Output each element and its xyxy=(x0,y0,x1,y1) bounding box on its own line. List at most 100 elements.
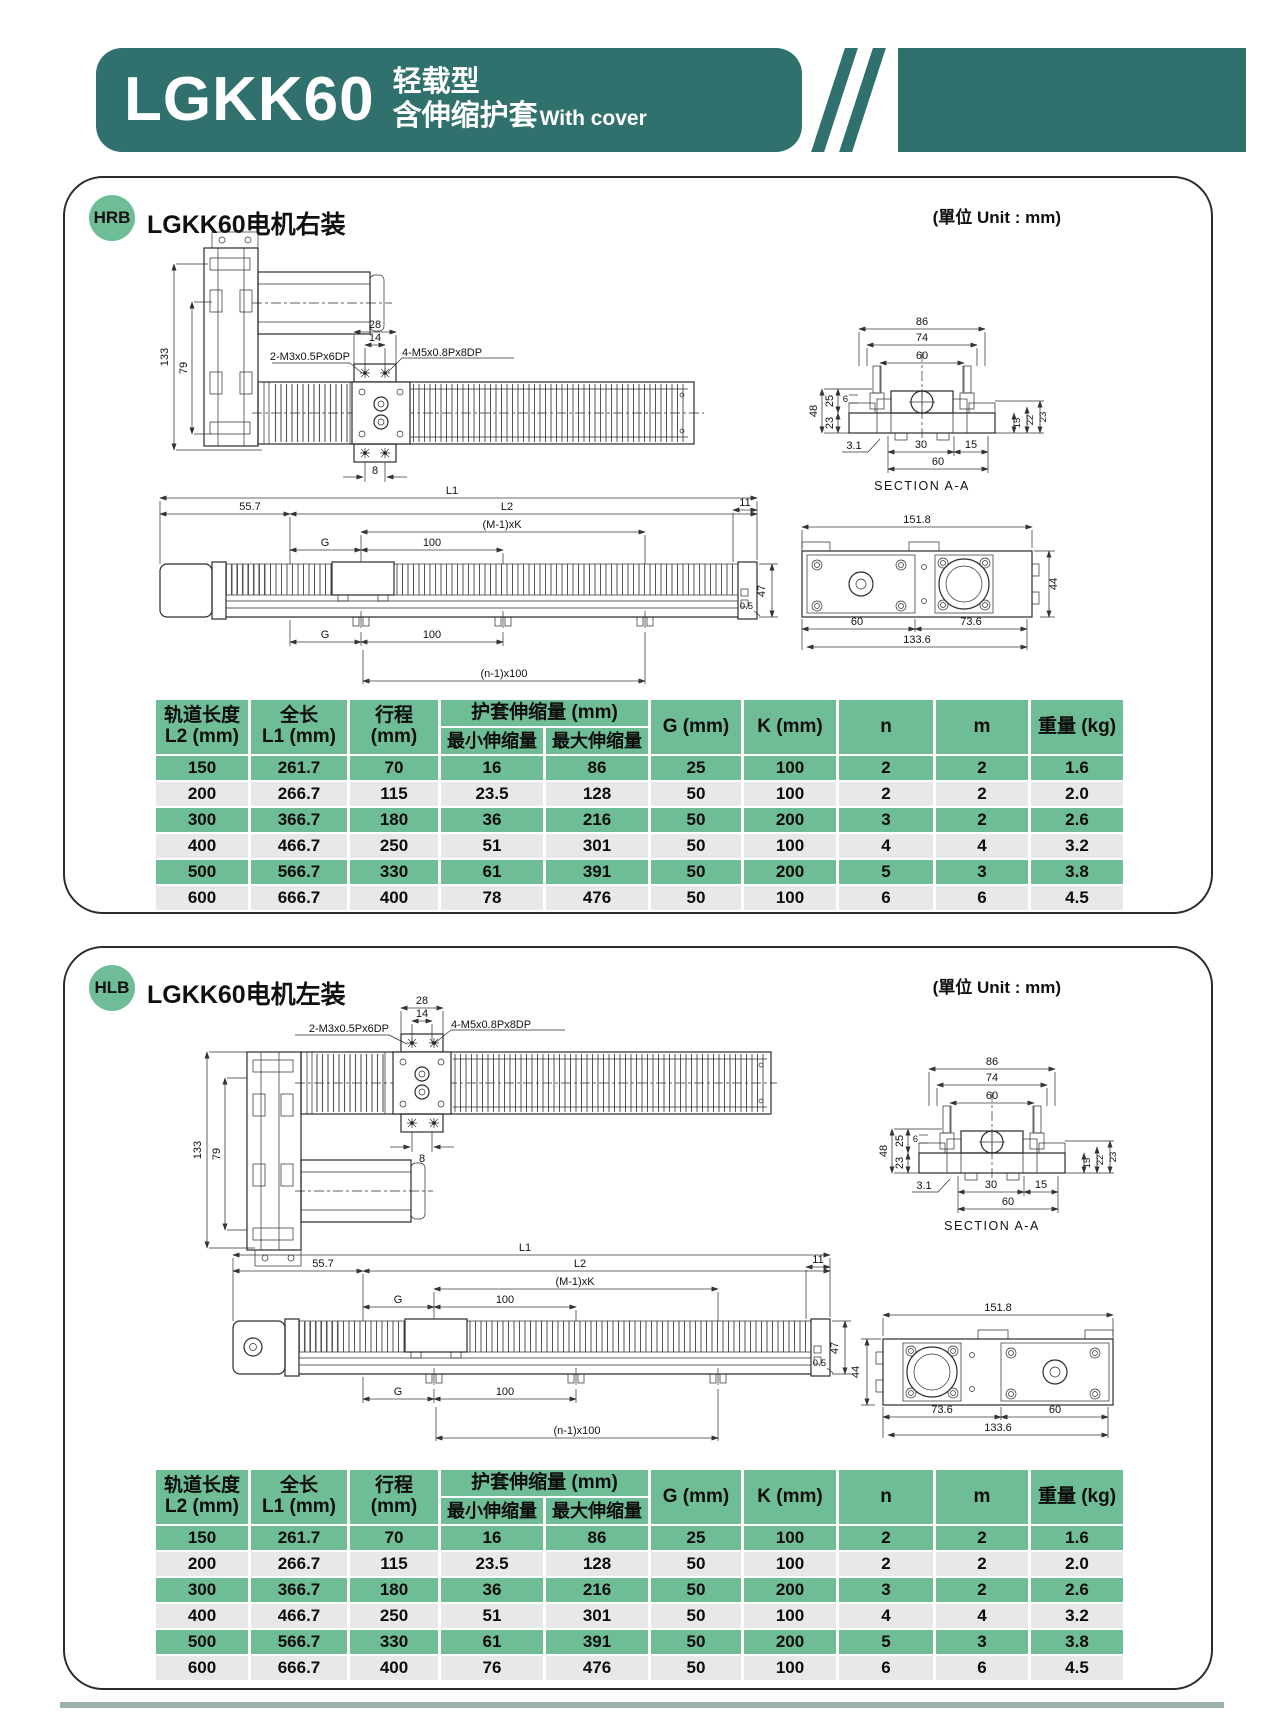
table-cell: 500 xyxy=(156,1630,248,1654)
table-cell: 128 xyxy=(546,782,648,806)
dim-label: 133 xyxy=(192,1141,204,1159)
hlb-side-view-drawing xyxy=(225,1242,875,1449)
dim-label: 133.6 xyxy=(984,1422,1012,1434)
col-max-extension: 最大伸缩量 xyxy=(546,728,648,754)
table-cell: 400 xyxy=(156,1604,248,1628)
table-cell: 100 xyxy=(744,886,836,910)
dim-label: 60 xyxy=(1049,1404,1061,1416)
dim-label: 44 xyxy=(1048,578,1060,590)
dim-label: 74 xyxy=(916,332,928,344)
dim-label: 86 xyxy=(916,316,928,328)
panel-title-hlb: LGKK60电机左装 xyxy=(147,981,346,1009)
table-cell: 400 xyxy=(350,1656,438,1680)
table-cell: 100 xyxy=(744,756,836,780)
table-cell: 261.7 xyxy=(251,756,347,780)
table-cell: 391 xyxy=(546,860,648,884)
dim-label: 60 xyxy=(916,350,928,362)
table-cell: 6 xyxy=(839,1656,933,1680)
table-cell: 36 xyxy=(441,1578,543,1602)
table-cell: 36 xyxy=(441,808,543,832)
table-cell: 200 xyxy=(744,1630,836,1654)
table-cell: 4.5 xyxy=(1031,886,1123,910)
table-cell: 50 xyxy=(651,808,741,832)
thread-callout: 2-M3x0.5Px6DP xyxy=(270,351,350,363)
dim-label: 15 xyxy=(965,439,977,451)
table-cell: 61 xyxy=(441,1630,543,1654)
table-cell: 5 xyxy=(839,1630,933,1654)
table-cell: 3 xyxy=(839,808,933,832)
table-cell: 2 xyxy=(839,756,933,780)
table-cell: 566.7 xyxy=(251,1630,347,1654)
col-cover-extension-group: 护套伸缩量 (mm) xyxy=(441,1470,648,1496)
table-cell: 76 xyxy=(441,1656,543,1680)
dim-label: 100 xyxy=(423,629,441,641)
table-cell: 301 xyxy=(546,1604,648,1628)
table-cell: 23.5 xyxy=(441,1552,543,1576)
table-cell: 2 xyxy=(936,1552,1028,1576)
col-min-extension: 最小伸缩量 xyxy=(441,728,543,754)
table-cell: 100 xyxy=(744,782,836,806)
table-cell: 2.6 xyxy=(1031,1578,1123,1602)
col-n: n xyxy=(839,700,933,754)
table-cell: 466.7 xyxy=(251,834,347,858)
col-stroke: 行程(mm) xyxy=(350,700,438,754)
dim-label: 14 xyxy=(369,332,381,344)
col-max-extension: 最大伸缩量 xyxy=(546,1498,648,1524)
table-cell: 86 xyxy=(546,1526,648,1550)
col-m: m xyxy=(936,700,1028,754)
table-cell: 216 xyxy=(546,1578,648,1602)
footer-rule xyxy=(60,1702,1224,1708)
table-cell: 23.5 xyxy=(441,782,543,806)
table-cell: 301 xyxy=(546,834,648,858)
table-cell: 25 xyxy=(651,756,741,780)
dim-label: 79 xyxy=(211,1148,223,1160)
table-cell: 4 xyxy=(936,834,1028,858)
hlb-top-view-drawing: 28 14 2-M3x0.5Px6DP 4-M5x0.8Px8DP xyxy=(192,995,777,1267)
col-k: K (mm) xyxy=(744,700,836,754)
dim-label: 23 xyxy=(1038,412,1049,423)
table-cell: 4 xyxy=(936,1604,1028,1628)
table-cell: 50 xyxy=(651,1630,741,1654)
table-cell: 2 xyxy=(839,1552,933,1576)
table-cell: 61 xyxy=(441,860,543,884)
table-cell: 100 xyxy=(744,834,836,858)
table-cell: 115 xyxy=(350,782,438,806)
table-cell: 128 xyxy=(546,1552,648,1576)
table-cell: 70 xyxy=(350,756,438,780)
table-cell: 50 xyxy=(651,860,741,884)
dim-label: 100 xyxy=(423,537,441,549)
table-cell: 666.7 xyxy=(251,886,347,910)
table-cell: 3.8 xyxy=(1031,860,1123,884)
section-caption: SECTION A-A xyxy=(874,479,970,493)
table-cell: 5 xyxy=(839,860,933,884)
table-cell: 3.8 xyxy=(1031,1630,1123,1654)
table-cell: 6 xyxy=(839,886,933,910)
table-cell: 216 xyxy=(546,808,648,832)
col-k: K (mm) xyxy=(744,1470,836,1524)
table-cell: 2 xyxy=(839,1526,933,1550)
dim-label: (M-1)xK xyxy=(482,519,522,531)
dim-label: 14 xyxy=(416,1008,428,1020)
hlb-end-view-drawing: 151.8 44 xyxy=(850,1302,1114,1438)
table-cell: 2.0 xyxy=(1031,782,1123,806)
table-cell: 115 xyxy=(350,1552,438,1576)
dim-label: 8 xyxy=(372,465,378,477)
table-cell: 200 xyxy=(156,1552,248,1576)
hrb-side-view-drawing: L1 55.7 L2 (M-1)xK G 100 11 xyxy=(159,485,778,684)
table-cell: 51 xyxy=(441,834,543,858)
table-cell: 1.6 xyxy=(1031,1526,1123,1550)
dim-label: 48 xyxy=(808,405,820,417)
dim-label: L1 xyxy=(446,485,458,497)
table-cell: 200 xyxy=(744,860,836,884)
badge-hlb: HLB xyxy=(89,965,135,1011)
model-name: LGKK60 xyxy=(124,65,375,134)
